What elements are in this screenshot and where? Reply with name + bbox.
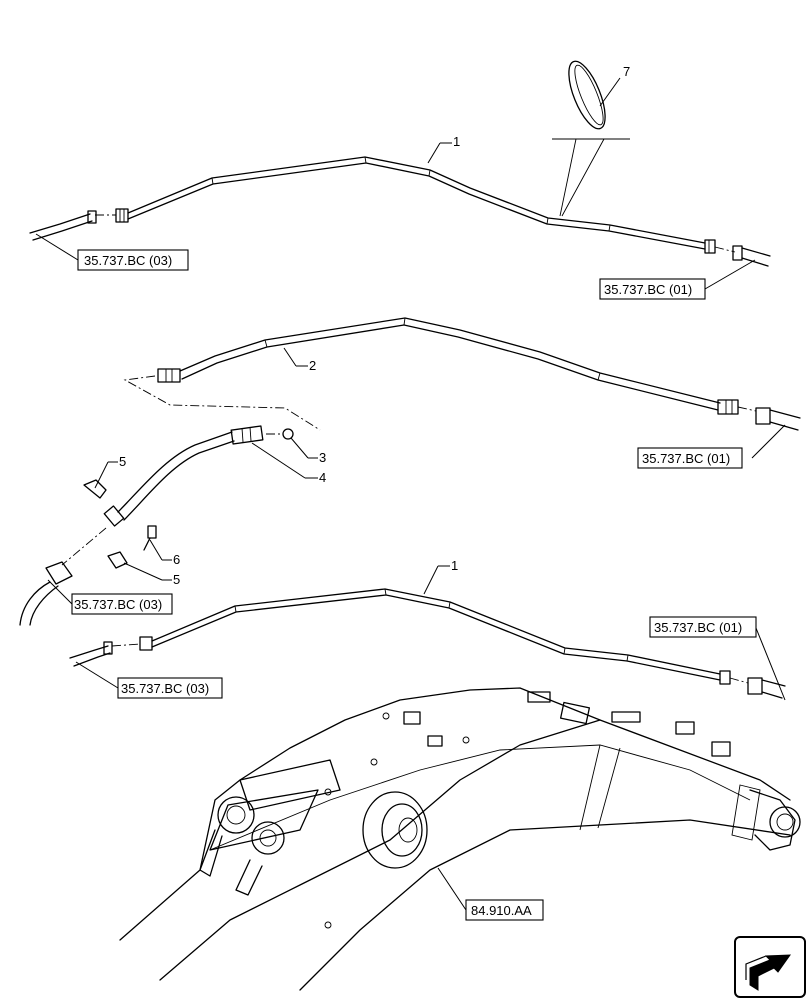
tube-2 — [123, 317, 801, 431]
callout-5-bottom: 5 — [173, 572, 180, 587]
ref-box-a[interactable]: 35.737.BC (03) — [77, 249, 189, 271]
band-7 — [552, 60, 630, 217]
ref-label-e: 35.737.BC (01) — [654, 620, 742, 635]
ref-label-g: 84.910.AA — [471, 903, 532, 918]
callout-2: 2 — [309, 358, 316, 373]
callout-3: 3 — [319, 450, 326, 465]
callout-1-bottom: 1 — [451, 558, 458, 573]
callout-numbers: 1 7 2 3 4 5 6 5 1 — [119, 64, 630, 587]
callout-6: 6 — [173, 552, 180, 567]
ref-box-e[interactable]: 35.737.BC (01) — [649, 616, 757, 638]
ref-label-d: 35.737.BC (03) — [74, 597, 162, 612]
ref-label-a: 35.737.BC (03) — [84, 253, 172, 268]
ref-box-g[interactable]: 84.910.AA — [465, 899, 544, 921]
boom — [119, 687, 801, 991]
callout-4: 4 — [319, 470, 326, 485]
tube-1-bottom — [69, 588, 786, 699]
hose-4 — [19, 425, 294, 626]
ref-label-b: 35.737.BC (01) — [604, 282, 692, 297]
ref-label-f: 35.737.BC (03) — [121, 681, 209, 696]
ref-box-f[interactable]: 35.737.BC (03) — [117, 677, 223, 699]
leader-lines — [35, 77, 786, 911]
ref-box-c[interactable]: 35.737.BC (01) — [637, 447, 743, 469]
ref-label-c: 35.737.BC (01) — [642, 451, 730, 466]
ref-box-d[interactable]: 35.737.BC (03) — [71, 593, 173, 615]
callout-7: 7 — [623, 64, 630, 79]
ref-box-b[interactable]: 35.737.BC (01) — [599, 278, 706, 300]
reference-boxes: 35.737.BC (03) 35.737.BC (01) 35.737.BC … — [71, 249, 757, 921]
callout-5-top: 5 — [119, 454, 126, 469]
next-page-arrow-icon[interactable] — [734, 936, 806, 998]
callout-1-top: 1 — [453, 134, 460, 149]
tube-1-top — [29, 156, 771, 267]
